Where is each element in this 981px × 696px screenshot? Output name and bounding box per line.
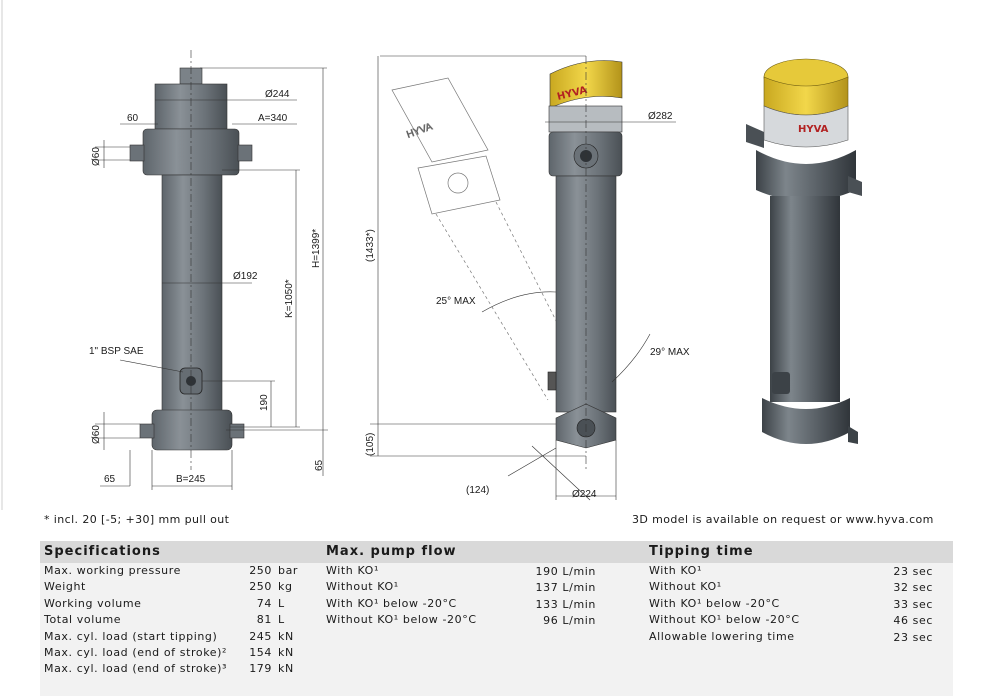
tipping-value: 46 sec (893, 614, 933, 628)
dim-d224: Ø224 (572, 489, 597, 500)
dim-d244: Ø244 (265, 89, 290, 100)
render-logo-text: HYVA (798, 124, 829, 135)
tipping-row: Without KO¹ below -20°C 46 sec (649, 612, 933, 628)
pump-row: Without KO¹ 137 L/min (326, 579, 596, 595)
tipping-value: 23 sec (893, 565, 933, 578)
pullout-note: * incl. 20 [-5; +30] mm pull out (44, 513, 230, 526)
tipping-time-title: Tipping time (649, 544, 754, 559)
spec-label: Max. cyl. load (start tipping) (44, 629, 218, 643)
tipping-value: 32 sec (893, 581, 933, 595)
dim-a340: A=340 (258, 113, 288, 124)
pump-value: 190 L/min (535, 565, 596, 578)
dim-d60-top: Ø60 (91, 147, 102, 166)
side-view-dimensions (370, 55, 676, 501)
spec-value: 179 (249, 662, 272, 676)
side-view-cylinder: HYVA (547, 60, 623, 449)
dim-124: (124) (466, 485, 489, 496)
render-3d-cylinder: HYVA (746, 58, 862, 444)
spec-label: Working volume (44, 596, 142, 610)
pump-value: 137 L/min (535, 581, 596, 595)
spec-label: Weight (44, 580, 86, 594)
front-view-labels: Ø244 A=340 60 Ø60 Ø192 K=1050* H=1399* 1… (89, 89, 325, 485)
dim-d192: Ø192 (233, 271, 258, 282)
tipping-label: Allowable lowering time (649, 629, 795, 643)
dim-29max: 29° MAX (650, 347, 690, 358)
pump-label: Without KO¹ (326, 580, 399, 594)
pump-value: 96 L/min (543, 614, 596, 628)
spec-value: 245 (249, 629, 272, 643)
dim-h1399: H=1399* (311, 229, 322, 268)
spec-unit: L (278, 613, 285, 627)
side-view-labels: Ø282 (1433*) 25° MAX 29° MAX (105) (124)… (365, 111, 690, 500)
spec-value: 81 (256, 613, 272, 627)
specifications-table: Max. working pressure 250 bar Weight 250… (44, 563, 304, 678)
dim-bsp: 1" BSP SAE (89, 346, 144, 357)
dim-60: 60 (127, 113, 139, 124)
tipping-row: Allowable lowering time 23 sec (649, 629, 933, 645)
front-view-dimensions (95, 50, 328, 490)
spec-label: Max. working pressure (44, 564, 181, 577)
tipping-label: With KO¹ below -20°C (649, 596, 780, 610)
pump-flow-title: Max. pump flow (326, 544, 457, 559)
spec-value: 74 (256, 596, 272, 610)
spec-unit: kg (278, 580, 293, 594)
spec-row: Weight 250 kg (44, 579, 304, 595)
spec-value: 250 (249, 580, 272, 594)
spec-unit: bar (278, 564, 299, 577)
spec-body-panel (40, 563, 953, 696)
spec-unit: L (278, 596, 285, 610)
tipping-value: 23 sec (893, 630, 933, 644)
dim-65-bottom: 65 (104, 474, 116, 485)
pump-label: With KO¹ (326, 564, 379, 577)
tipping-label: Without KO¹ (649, 580, 722, 594)
spec-header-bar (40, 541, 953, 563)
dim-b245: B=245 (176, 474, 206, 485)
spec-row: Max. cyl. load (start tipping) 245 kN (44, 629, 304, 645)
dim-25max: 25° MAX (436, 296, 476, 307)
model-note: 3D model is available on request or www.… (632, 513, 934, 526)
pump-row: With KO¹ 190 L/min (326, 563, 596, 579)
spec-value: 154 (249, 645, 272, 659)
pump-row: Without KO¹ below -20°C 96 L/min (326, 612, 596, 628)
spec-unit: kN (278, 662, 294, 676)
spec-label: Max. cyl. load (end of stroke)² (44, 645, 228, 659)
dim-105: (105) (365, 433, 376, 456)
pump-row: With KO¹ below -20°C 133 L/min (326, 596, 596, 612)
dim-d60-bot: Ø60 (91, 425, 102, 444)
spec-unit: kN (278, 645, 294, 659)
spec-value: 250 (249, 564, 272, 577)
tipping-value: 33 sec (893, 597, 933, 611)
pump-label: With KO¹ below -20°C (326, 596, 457, 610)
tipping-time-table: With KO¹ 23 sec Without KO¹ 32 sec With … (649, 563, 933, 645)
dim-65-right: 65 (314, 459, 325, 471)
spec-label: Total volume (44, 613, 122, 627)
spec-row: Max. cyl. load (end of stroke)³ 179 kN (44, 661, 304, 677)
specifications-title: Specifications (44, 544, 161, 559)
spec-label: Max. cyl. load (end of stroke)³ (44, 662, 228, 676)
dim-h1433: (1433*) (365, 229, 376, 262)
tipping-row: With KO¹ below -20°C 33 sec (649, 596, 933, 612)
dim-d282: Ø282 (648, 111, 673, 122)
spec-row: Max. cyl. load (end of stroke)² 154 kN (44, 645, 304, 661)
pump-value: 133 L/min (535, 597, 596, 611)
tipping-row: With KO¹ 23 sec (649, 563, 933, 579)
pump-flow-table: With KO¹ 190 L/min Without KO¹ 137 L/min… (326, 563, 596, 629)
spec-row: Total volume 81 L (44, 612, 304, 628)
tipping-label: With KO¹ (649, 564, 702, 577)
spec-row: Working volume 74 L (44, 596, 304, 612)
spec-row: Max. working pressure 250 bar (44, 563, 304, 579)
dim-190: 190 (259, 394, 270, 411)
spec-unit: kN (278, 629, 294, 643)
dim-k1050: K=1050* (284, 279, 295, 318)
tipping-label: Without KO¹ below -20°C (649, 613, 800, 627)
tipping-row: Without KO¹ 32 sec (649, 579, 933, 595)
ghost-logo: HYVA (405, 121, 434, 141)
technical-drawing: Ø244 A=340 60 Ø60 Ø192 K=1050* H=1399* 1… (1, 0, 862, 510)
pump-label: Without KO¹ below -20°C (326, 613, 477, 627)
